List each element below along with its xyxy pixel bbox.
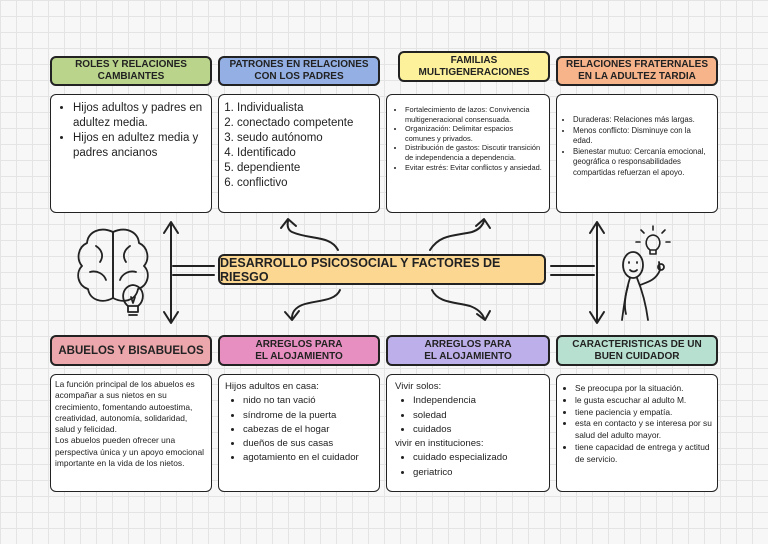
list-item: Bienestar mutuo: Cercanía emocional, geo… xyxy=(573,147,711,179)
list-item: nido no tan vació xyxy=(243,394,373,408)
list-item: cuidado especializado xyxy=(413,451,541,465)
lightbulb-icon xyxy=(122,284,144,316)
fraternales-list: Duraderas: Relaciones más largas. Menos … xyxy=(563,115,711,178)
box-arreglos-1: Hijos adultos en casa: nido no tan vació… xyxy=(218,374,380,492)
brain-icon xyxy=(77,228,149,302)
list-item: Se preocupa por la situación. xyxy=(575,383,713,395)
curved-arrow-top-left xyxy=(280,218,339,251)
list-item: Independencia xyxy=(413,394,541,408)
header-abuelos: ABUELOS Y BISABUELOS xyxy=(50,335,212,366)
header-cuidador: CARACTERISTICAS DE UN BUEN CUIDADOR xyxy=(556,335,718,366)
list-item: le gusta escuchar al adulto M. xyxy=(575,395,713,407)
list-item: cuidados xyxy=(413,423,541,437)
box-fraternales: Duraderas: Relaciones más largas. Menos … xyxy=(556,94,718,213)
list-item: soledad xyxy=(413,409,541,423)
arreglos1-intro: Hijos adultos en casa: xyxy=(225,381,319,392)
list-item: Fortalecimiento de lazos: Convivencia mu… xyxy=(405,105,543,124)
arreglos2-intro-2: vivir en instituciones: xyxy=(395,438,484,450)
list-item: seudo autónomo xyxy=(237,131,373,146)
box-patrones: Individualista conectado competente seud… xyxy=(218,94,380,213)
curved-arrow-top-right xyxy=(429,218,491,251)
box-abuelos: La función principal de los abuelos es a… xyxy=(50,374,212,492)
list-item: Individualista xyxy=(237,101,373,116)
list-item: Identificado xyxy=(237,146,373,161)
left-double-arrow xyxy=(163,221,215,324)
arreglos2-intro-1: Vivir solos: xyxy=(395,381,442,392)
arreglos2-list-2: cuidado especializado geriatrico xyxy=(395,451,541,480)
list-item: síndrome de la puerta xyxy=(243,409,373,423)
box-roles: Hijos adultos y padres en adultez media.… xyxy=(50,94,212,213)
familias-list: Fortalecimiento de lazos: Convivencia mu… xyxy=(393,105,543,172)
list-item: dependiente xyxy=(237,161,373,176)
abuelos-text: La función principal de los abuelos es a… xyxy=(55,379,195,435)
box-arreglos-2: Vivir solos: Independencia soledad cuida… xyxy=(386,374,550,492)
list-item: dueños de sus casas xyxy=(243,437,373,451)
header-familias: FAMILIAS MULTIGENERACIONES xyxy=(398,51,550,82)
list-item: agotamiento en el cuidador xyxy=(243,451,373,465)
list-item: Hijos en adultez media y padres ancianos xyxy=(73,131,205,161)
idea-lightbulb-icon xyxy=(635,225,671,255)
list-item: Evitar estrés: Evitar conflictos y ansie… xyxy=(405,163,543,173)
cuidador-list: Se preocupa por la situación. le gusta e… xyxy=(561,383,713,466)
arreglos2-list-1: Independencia soledad cuidados xyxy=(395,394,541,437)
arreglos1-list: nido no tan vació síndrome de la puerta … xyxy=(225,394,373,465)
header-fraternales: RELACIONES FRATERNALES EN LA ADULTEZ TAR… xyxy=(556,56,718,86)
roles-list: Hijos adultos y padres en adultez media.… xyxy=(57,101,205,161)
list-item: tiene capacidad de entrega y actitud de … xyxy=(575,442,713,466)
list-item: Duraderas: Relaciones más largas. xyxy=(573,115,711,126)
person-thinking-icon xyxy=(621,251,665,321)
abuelos-text-2: Los abuelos pueden ofrecer una perspecti… xyxy=(55,435,204,469)
list-item: Hijos adultos y padres en adultez media. xyxy=(73,101,205,131)
list-item: tiene paciencia y empatía. xyxy=(575,407,713,419)
header-arreglos-2: ARREGLOS PARA EL ALOJAMIENTO xyxy=(386,335,550,366)
list-item: cabezas de el hogar xyxy=(243,423,373,437)
list-item: Distribución de gastos: Discutir transic… xyxy=(405,143,543,162)
curved-arrow-bottom-left xyxy=(284,289,341,321)
header-patrones: PATRONES EN RELACIONES CON LOS PADRES xyxy=(218,56,380,86)
list-item: conectado competente xyxy=(237,116,373,131)
list-item: Menos conflicto: Disminuye con la edad. xyxy=(573,126,711,147)
right-double-arrow xyxy=(550,221,605,324)
list-item: esta en contacto y se interesa por su sa… xyxy=(575,418,713,442)
box-familias: Fortalecimiento de lazos: Convivencia mu… xyxy=(386,94,550,213)
list-item: conflictivo xyxy=(237,176,373,191)
box-cuidador: Se preocupa por la situación. le gusta e… xyxy=(556,374,718,492)
patrones-list: Individualista conectado competente seud… xyxy=(225,101,373,191)
list-item: geriatrico xyxy=(413,466,541,480)
list-item: Organización: Delimitar espacios comunes… xyxy=(405,124,543,143)
header-roles: ROLES Y RELACIONES CAMBIANTES xyxy=(50,56,212,86)
header-arreglos-1: ARREGLOS PARA EL ALOJAMIENTO xyxy=(218,335,380,366)
center-title: DESARROLLO PSICOSOCIAL Y FACTORES DE RIE… xyxy=(218,254,546,285)
curved-arrow-bottom-right xyxy=(431,289,491,321)
